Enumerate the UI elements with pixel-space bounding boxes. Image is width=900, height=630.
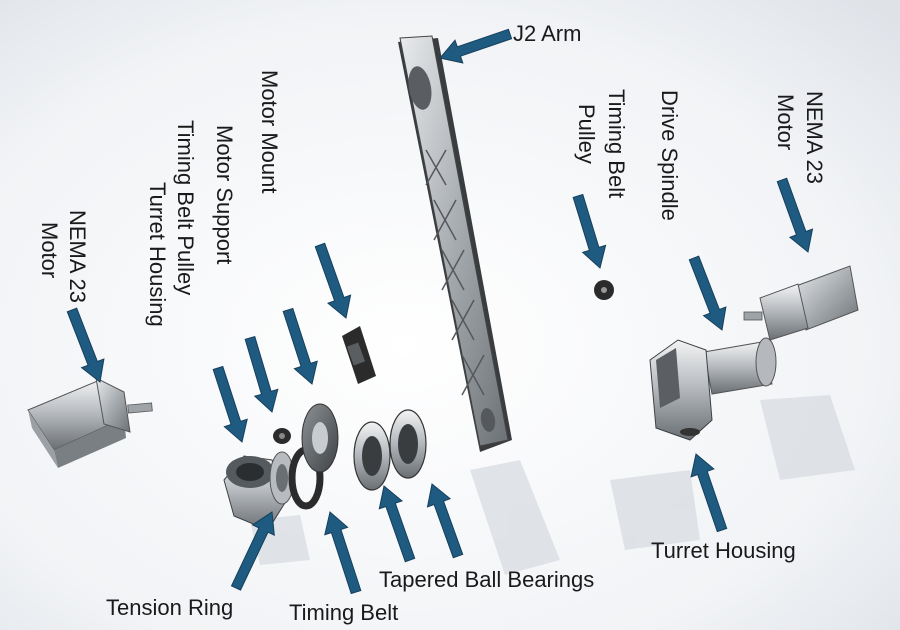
j2-arm: [398, 35, 512, 452]
arrow-drive-spindle: [688, 255, 727, 331]
label-nema23-left-line2: Motor: [37, 222, 62, 278]
arrow-turret-housing-left: [212, 365, 248, 443]
turret-housing-right: [649, 339, 713, 441]
label-timing-belt-pulley-right-line2: Pulley: [574, 104, 599, 164]
arrow-j2-arm: [439, 28, 513, 64]
arrow-nema23-right: [776, 177, 814, 253]
arrow-tapered-bearing-2: [426, 483, 464, 559]
label-j2-arm: J2 Arm: [513, 21, 581, 46]
nema23-motor-right: [743, 265, 859, 341]
label-nema23-right-line2: Motor: [773, 94, 798, 150]
label-motor-support: Motor Support: [212, 125, 237, 264]
label-tapered-ball-bearings: Tapered Ball Bearings: [379, 567, 594, 592]
tapered-ball-bearing-2: [389, 409, 427, 479]
arrow-motor-support: [282, 307, 318, 385]
label-motor-mount: Motor Mount: [257, 70, 282, 194]
tension-ring: [269, 451, 295, 505]
label-timing-belt: Timing Belt: [289, 600, 398, 625]
arrow-tension-ring: [230, 511, 275, 591]
floor-shadows: [250, 395, 855, 575]
callout-arrows: [66, 28, 814, 595]
timing-belt-pulley-right: [594, 280, 614, 300]
label-turret-housing-left: Turret Housing: [145, 182, 170, 327]
label-tension-ring: Tension Ring: [106, 595, 233, 620]
timing-belt-pulley-left: [273, 428, 291, 444]
label-timing-belt-pulley-left: Timing Belt Pulley: [173, 120, 198, 295]
label-drive-spindle: Drive Spindle: [657, 90, 682, 221]
arrow-nema23-left: [66, 307, 105, 383]
tapered-ball-bearing-1: [353, 421, 391, 491]
label-nema23-right-line1: NEMA 23: [802, 91, 827, 184]
nema23-motor-left: [27, 377, 153, 468]
label-timing-belt-pulley-right-line1: Timing Belt: [604, 89, 629, 198]
arrow-tapered-bearing-1: [378, 485, 416, 563]
arrow-timing-belt-pulley-left: [244, 335, 279, 413]
arrow-motor-mount: [314, 242, 352, 319]
motor-mount-part: [342, 326, 376, 384]
motor-support-plate: [301, 403, 339, 473]
arrow-timing-belt: [324, 511, 362, 595]
label-nema23-left-line1: NEMA 23: [65, 210, 90, 303]
arrow-turret-housing-right: [690, 453, 728, 533]
label-turret-housing-right: Turret Housing: [651, 538, 796, 563]
drive-spindle: [703, 337, 777, 395]
arrow-timing-belt-pulley-right: [572, 193, 607, 269]
